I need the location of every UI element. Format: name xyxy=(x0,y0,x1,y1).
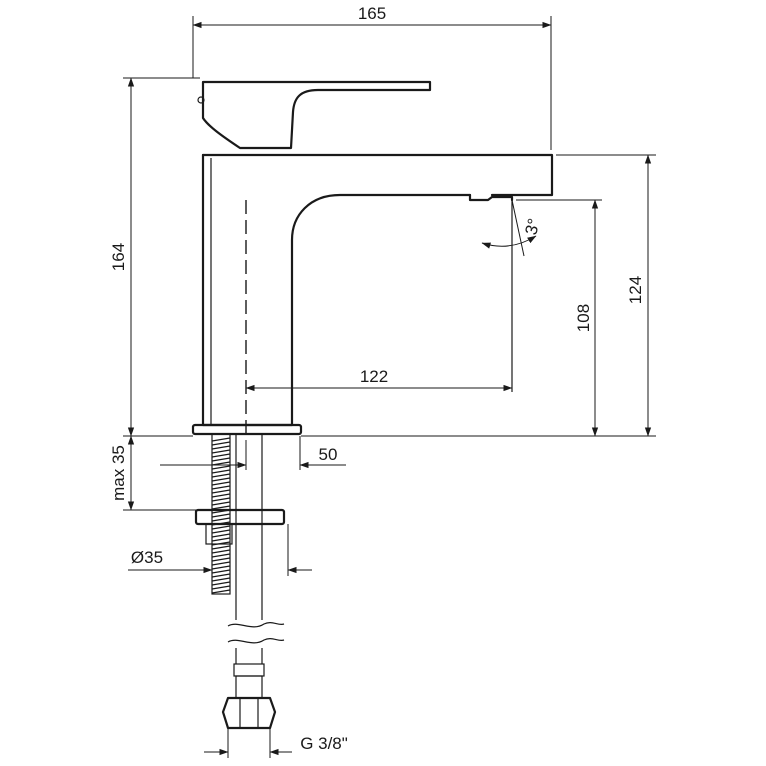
thread-line xyxy=(211,457,231,462)
thread-line xyxy=(211,489,231,494)
dimension-shank-offset: 50 xyxy=(160,436,346,470)
dimension-overall-width: 165 xyxy=(192,4,552,150)
thread-line xyxy=(211,493,231,498)
dimension-overall-height: 164 xyxy=(109,77,200,437)
thread-line xyxy=(211,437,231,442)
dimension-max-mount-thickness: max 35 xyxy=(109,435,196,511)
clamp-washer xyxy=(194,508,286,526)
dimension-124-label: 124 xyxy=(626,276,645,304)
lever-handle xyxy=(201,80,432,150)
angle-3-degree-label: 3° xyxy=(521,216,543,236)
thread-line xyxy=(211,577,231,582)
faucet-body xyxy=(191,80,554,436)
thread-line xyxy=(211,501,231,506)
break-mark-top xyxy=(227,621,285,628)
clamp-nut xyxy=(205,523,233,545)
body-outline xyxy=(201,153,472,427)
connector-crimp xyxy=(235,675,263,699)
thread-line xyxy=(211,573,231,578)
max-35-label: max 35 xyxy=(109,445,128,501)
thread-line xyxy=(211,553,231,558)
base-plate xyxy=(191,423,303,436)
thread-line xyxy=(211,445,231,450)
dimension-164-label: 164 xyxy=(109,243,128,271)
dimension-165-label: 165 xyxy=(358,4,386,23)
dimension-50-label: 50 xyxy=(319,445,338,464)
rod-thread-pattern xyxy=(211,437,231,594)
thread-line xyxy=(211,469,231,474)
thread-line xyxy=(211,485,231,490)
thread-line xyxy=(211,505,231,510)
spout-top xyxy=(201,153,554,197)
thread-line xyxy=(211,589,231,594)
dimension-122-label: 122 xyxy=(360,367,388,386)
thread-line xyxy=(211,513,231,518)
thread-line xyxy=(211,549,231,554)
thread-line xyxy=(211,537,231,542)
aerator-outlet xyxy=(468,193,514,202)
thread-line xyxy=(211,497,231,502)
dimension-spout-height: 124 xyxy=(301,154,656,437)
thread-line xyxy=(211,465,231,470)
thread-line xyxy=(211,581,231,586)
dimension-connector-thread: G 3/8" xyxy=(204,728,348,758)
thread-line xyxy=(211,449,231,454)
thread-line xyxy=(211,585,231,590)
thread-line xyxy=(211,525,231,530)
mounting-assembly xyxy=(194,433,286,730)
thread-line xyxy=(211,481,231,486)
thread-line xyxy=(211,557,231,562)
thread-line xyxy=(211,565,231,570)
g-3-8-label: G 3/8" xyxy=(300,734,348,753)
handle-pin xyxy=(197,96,205,104)
thread-line xyxy=(211,533,231,538)
connector-collar xyxy=(233,663,265,677)
thread-line xyxy=(211,529,231,534)
thread-line xyxy=(211,545,231,550)
dimension-outlet-height: 108 xyxy=(516,199,602,437)
connector-hex-nut xyxy=(221,696,277,730)
thread-line xyxy=(211,473,231,478)
dimension-spray-angle: 3° xyxy=(481,199,544,257)
thread-line xyxy=(211,517,231,522)
break-mark-bottom xyxy=(227,637,285,644)
thread-line xyxy=(211,477,231,482)
thread-line xyxy=(211,561,231,566)
dimension-hole-diameter: Ø35 xyxy=(128,524,312,576)
thread-line xyxy=(211,441,231,446)
dimension-108-label: 108 xyxy=(574,304,593,332)
thread-line xyxy=(211,453,231,458)
diameter-35-label: Ø35 xyxy=(131,548,163,567)
thread-line xyxy=(211,569,231,574)
dimension-spout-reach: 122 xyxy=(245,367,513,392)
